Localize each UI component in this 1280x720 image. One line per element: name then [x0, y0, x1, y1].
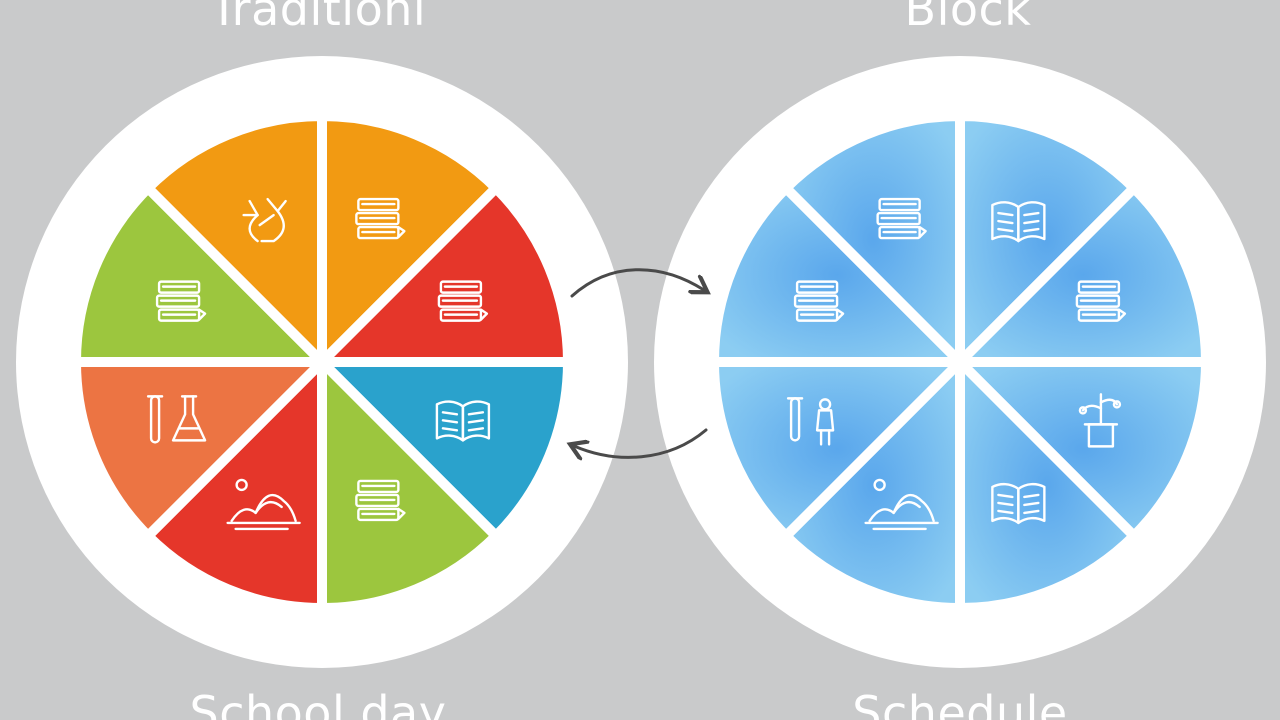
- books-stack-icon: [155, 280, 207, 322]
- landscape-icon: [864, 478, 939, 531]
- science-icon: [786, 397, 835, 446]
- title-school-day: School day: [189, 686, 447, 720]
- wheel-segment: [70, 357, 335, 544]
- title-block: Block: [904, 0, 1032, 36]
- traditional-wheel: [16, 56, 628, 668]
- wheel-segment: [140, 110, 327, 375]
- landscape-icon: [226, 478, 301, 531]
- wheel-segment: [947, 180, 1212, 367]
- wheel-segment: [708, 180, 973, 367]
- wheel-segment: [708, 357, 973, 544]
- arrow-to-traditional: [574, 428, 708, 457]
- books-stack-icon: [437, 280, 489, 322]
- open-book-icon: [435, 400, 491, 442]
- books-stack-icon: [876, 197, 927, 240]
- books-stack-icon: [793, 280, 845, 322]
- wheel-segment: [778, 349, 965, 614]
- wheel-segment: [947, 357, 1212, 544]
- wheel-segment: [778, 110, 965, 375]
- wheel-segment: [955, 349, 1142, 614]
- wheel-segment: [317, 110, 504, 375]
- arrow-to-block: [570, 268, 704, 298]
- plant-pot-icon: [1078, 393, 1122, 448]
- block-wheel: [654, 56, 1266, 668]
- wheel-segment: [309, 357, 574, 544]
- books-stack-icon: [1075, 280, 1127, 322]
- books-stack-icon: [355, 479, 406, 522]
- lab-flask-icon: [146, 395, 207, 444]
- wheel-segment: [140, 349, 327, 614]
- wheel-segment: [317, 349, 504, 614]
- books-stack-icon: [355, 197, 406, 240]
- wheel-segment: [309, 180, 574, 367]
- open-book-icon: [991, 482, 1046, 525]
- wheel-segment: [70, 180, 335, 367]
- title-schedule: Schedule: [852, 686, 1068, 720]
- title-traditional: Traditionl: [209, 0, 427, 36]
- recycle-icon: [242, 197, 287, 243]
- wheel-segment: [955, 110, 1142, 375]
- open-book-icon: [991, 201, 1046, 243]
